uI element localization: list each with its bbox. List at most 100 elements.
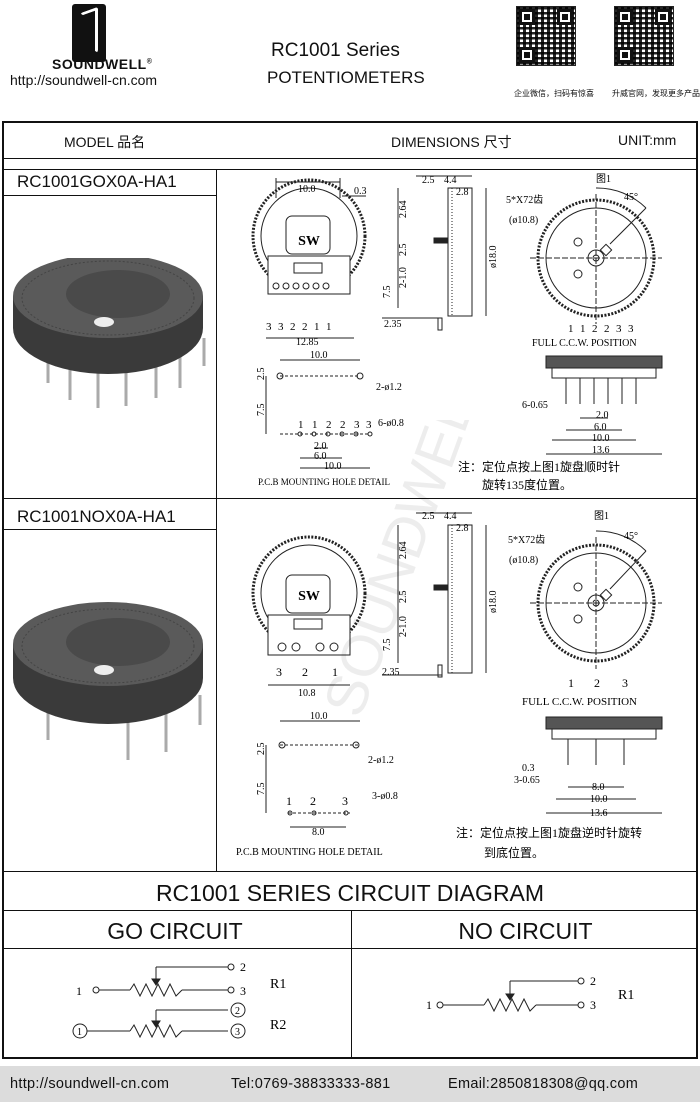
dim-side-b: 4.4 bbox=[444, 175, 457, 186]
fig-pin-label-go-4: 3 bbox=[616, 323, 622, 335]
pin-label-go-5: 1 bbox=[326, 321, 332, 333]
dim-d18-no: ø18.0 bbox=[488, 591, 499, 614]
dim-pin-span: 12.85 bbox=[296, 337, 319, 348]
fig-pin-label-no-1: 2 bbox=[594, 676, 600, 690]
pcb-h2: 7.5 bbox=[256, 404, 267, 417]
dim-bottom-no: 2.35 bbox=[382, 667, 400, 678]
fig-pin-label-go-0: 1 bbox=[568, 323, 574, 335]
note-go-line1: 注：定位点按上图1旋盘顺时针 bbox=[458, 459, 620, 474]
footer-email[interactable]: Email:2850818308@qq.com bbox=[448, 1076, 639, 1092]
pin-label-go-2: 2 bbox=[290, 321, 296, 333]
fig-label-go: 图1 bbox=[596, 173, 611, 185]
dim-d108: (ø10.8) bbox=[509, 215, 538, 226]
dim-side-b-no: 4.4 bbox=[444, 511, 457, 522]
qr-caption-website: 升威官网，发现更多产品 bbox=[612, 89, 700, 98]
dim-h4-no: 7.5 bbox=[382, 639, 393, 652]
dim-s4: 13.6 bbox=[592, 445, 610, 456]
dim-angle: 45° bbox=[624, 192, 638, 203]
fig-pin-label-go-3: 2 bbox=[604, 323, 610, 335]
go-circuit-title: GO CIRCUIT bbox=[107, 918, 243, 944]
pcb-b1: 2.0 bbox=[314, 441, 327, 452]
product-photo-go bbox=[13, 258, 206, 408]
svg-text:SOUNDWELL: SOUNDWELL bbox=[311, 420, 498, 724]
pcb-pin-label-no-1: 2 bbox=[310, 794, 316, 808]
go-r2-label: R2 bbox=[270, 1018, 286, 1033]
no-circuit-diagram: 1 2 3 R1 bbox=[426, 974, 634, 1013]
dim-s1-no: 8.0 bbox=[592, 782, 605, 793]
pcb-hole-small-no: 3-ø0.8 bbox=[372, 791, 398, 802]
dim-h4: 7.5 bbox=[382, 286, 393, 299]
dim-side-c: 2.8 bbox=[456, 187, 469, 198]
fig-pin-label-go-2: 2 bbox=[592, 323, 598, 335]
dim-side-a: 2.5 bbox=[422, 175, 435, 186]
pin-label-no-0: 3 bbox=[276, 665, 282, 679]
brand-name: SOUNDWELL® bbox=[52, 56, 153, 72]
fig-pin-label-go-5: 3 bbox=[628, 323, 634, 335]
dim-h3: 2-1.0 bbox=[398, 267, 409, 288]
dim-teeth: 5*X72齿 bbox=[506, 194, 543, 206]
no-terminal-3: 3 bbox=[590, 998, 596, 1012]
dim-s2-no: 10.0 bbox=[590, 794, 608, 805]
pcb-width-no: 10.0 bbox=[310, 711, 328, 722]
soundwell-watermark: SOUNDWELL bbox=[311, 420, 498, 724]
no-terminal-2: 2 bbox=[590, 974, 596, 988]
dim-side-c-no: 2.8 bbox=[456, 523, 469, 534]
go-r1-label: R1 bbox=[270, 977, 286, 992]
dim-angle-no: 45° bbox=[624, 531, 638, 542]
dim-s0-no: 0.3 bbox=[522, 763, 535, 774]
fig-label-no: 图1 bbox=[594, 510, 609, 522]
pin-label-go-3: 2 bbox=[302, 321, 308, 333]
pcb-pin-label-go-2: 2 bbox=[326, 419, 332, 431]
no-r1-label: R1 bbox=[618, 988, 634, 1003]
position-label-no: FULL C.C.W. POSITION bbox=[522, 696, 637, 708]
pcb-hole-big-no: 2-ø1.2 bbox=[368, 755, 394, 766]
front-view-go bbox=[251, 178, 367, 339]
pin-label-go-1: 3 bbox=[278, 321, 284, 333]
pin-label-go-4: 1 bbox=[314, 321, 320, 333]
position-label-go: FULL C.C.W. POSITION bbox=[532, 338, 637, 349]
series-subtitle: POTENTIOMETERS bbox=[267, 68, 425, 87]
pcb-pin-label-go-5: 3 bbox=[366, 419, 372, 431]
pcb-b2: 6.0 bbox=[314, 451, 327, 462]
series-title: RC1001 Series bbox=[271, 40, 400, 61]
pin-label-go-0: 3 bbox=[266, 321, 272, 333]
footer-url[interactable]: http://soundwell-cn.com bbox=[10, 1076, 170, 1092]
go-terminal-3b: 3 bbox=[235, 1027, 240, 1038]
footer-tel[interactable]: Tel:0769-38833333-881 bbox=[231, 1076, 391, 1092]
go-terminal-2: 2 bbox=[240, 960, 246, 974]
pin-label-no-1: 2 bbox=[302, 665, 308, 679]
dim-s3-no: 13.6 bbox=[590, 808, 608, 819]
dim-side-pins-no: 3-0.65 bbox=[514, 775, 540, 786]
pcb-width: 10.0 bbox=[310, 350, 328, 361]
dim-top-width: 10.0 bbox=[298, 184, 316, 195]
pcb-pin-label-go-0: 1 bbox=[298, 419, 304, 431]
model-column-header: MODEL 品名 bbox=[64, 134, 146, 150]
dim-h3-no: 2-1.0 bbox=[398, 616, 409, 637]
no-circuit-title: NO CIRCUIT bbox=[458, 918, 593, 944]
dim-s3: 10.0 bbox=[592, 433, 610, 444]
qr-code-website-icon bbox=[614, 6, 674, 66]
footer-bar: http://soundwell-cn.com Tel:0769-3883333… bbox=[0, 1066, 700, 1102]
go-terminal-1b: 1 bbox=[77, 1027, 82, 1038]
pcb-hole-big: 2-ø1.2 bbox=[376, 382, 402, 393]
go-terminal-1: 1 bbox=[76, 984, 82, 998]
dim-h2-no: 2.5 bbox=[398, 591, 409, 604]
circuit-diagram-title: RC1001 SERIES CIRCUIT DIAGRAM bbox=[155, 880, 545, 906]
dim-s2: 6.0 bbox=[594, 422, 607, 433]
dim-h2: 2.5 bbox=[398, 244, 409, 257]
pcb-h1: 2.5 bbox=[256, 368, 267, 381]
spec-table bbox=[2, 121, 698, 1059]
pcb-pin-label-no-2: 3 bbox=[342, 794, 348, 808]
soundwell-logo-icon bbox=[72, 4, 106, 62]
product-photo-no bbox=[13, 602, 203, 760]
dim-pin-span-no: 10.8 bbox=[298, 688, 316, 699]
pcb-hole-small: 6-ø0.8 bbox=[378, 418, 404, 429]
pin-label-no-2: 1 bbox=[332, 665, 338, 679]
qr-caption-wechat: 企业微信，扫码有惊喜 bbox=[514, 89, 594, 98]
header-website[interactable]: http://soundwell-cn.com bbox=[10, 72, 158, 88]
dimensions-column-header: DIMENSIONS 尺寸 bbox=[391, 134, 512, 150]
pcb-pin-label-go-1: 1 bbox=[312, 419, 318, 431]
note-no-line2: 到底位置。 bbox=[484, 845, 544, 860]
pcb-h1-no: 2.5 bbox=[256, 743, 267, 756]
